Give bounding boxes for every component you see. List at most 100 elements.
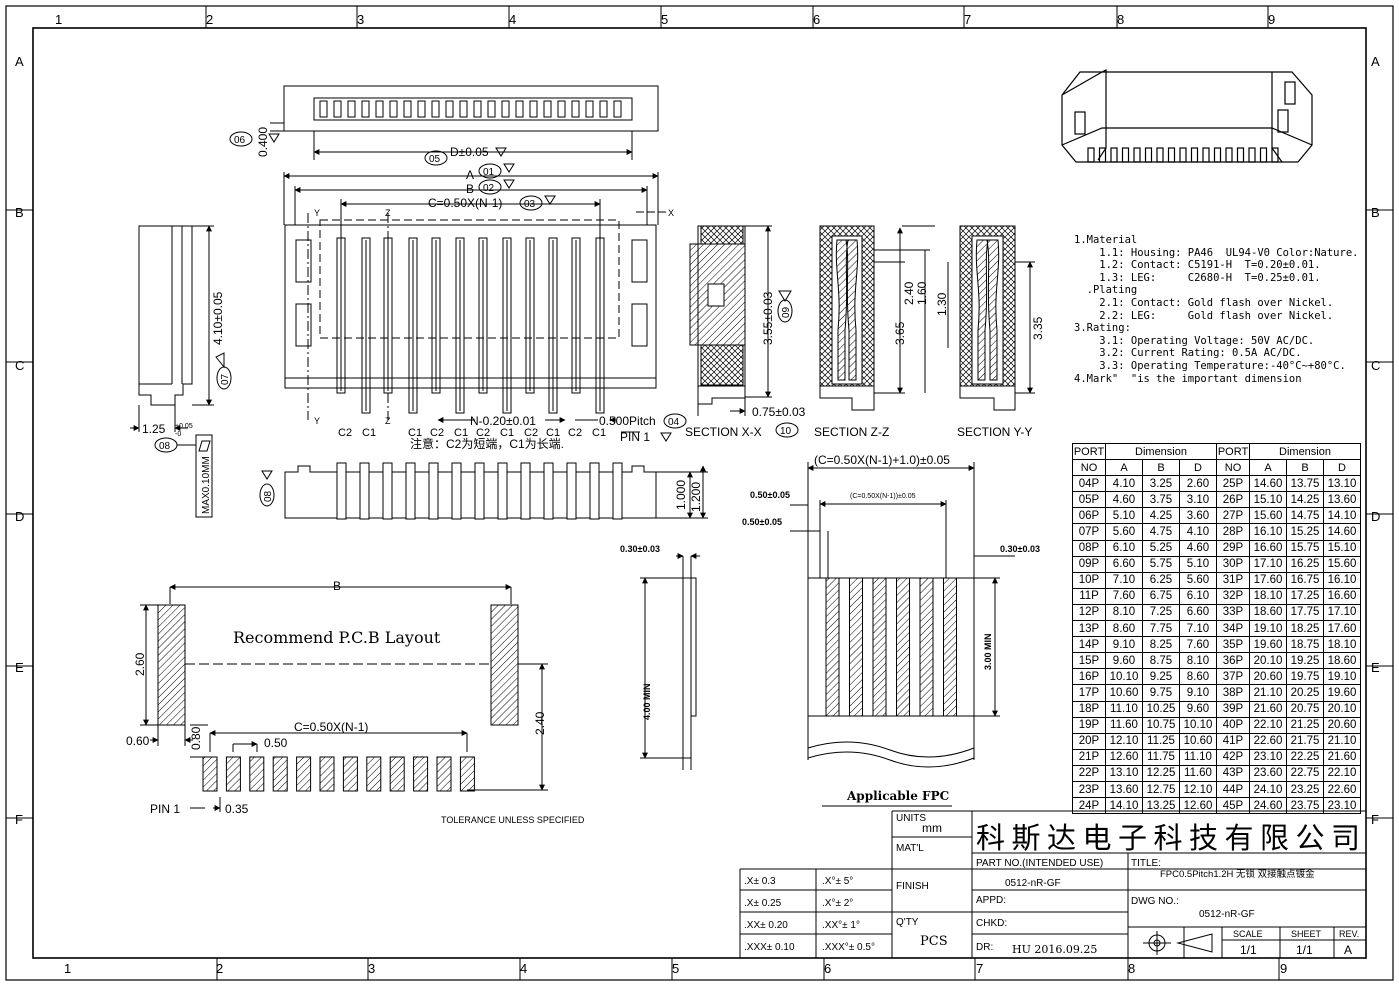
table-cell: 22.75 [1286,764,1324,782]
tol-1b: .X°± 5° [822,876,853,887]
table-cell: 9.10 [1179,684,1217,702]
dim-160: 1.60 [915,281,929,305]
table-cell: 21.10 [1249,684,1287,702]
callout-07: 07 [220,373,231,385]
note-line: .Plating [1074,284,1138,297]
table-cell: 17.10 [1323,603,1361,622]
top-slot [571,100,580,118]
table-cell: 3.75 [1142,491,1180,509]
fpc-400: 4.00 MIN [642,683,652,720]
row-label: F [15,812,23,827]
label-section-yy: SECTION Y-Y [957,425,1032,439]
col-label: 9 [1280,961,1287,976]
table-cell: 12.10 [1105,732,1143,750]
callout-03: 03 [524,199,536,210]
th-d: D [1323,459,1361,477]
tb-scale-v: 1/1 [1240,943,1257,957]
table-cell: 04P [1072,475,1106,493]
table-cell: 18.10 [1323,636,1361,654]
col-label: 3 [368,961,375,976]
top-slot [347,100,356,118]
top-slot [319,100,328,118]
callout-06: 06 [234,135,246,146]
top-slot [445,100,454,118]
th-a: A [1105,459,1143,477]
pin-label: C1 [362,427,376,439]
bottom-slot [382,462,393,520]
fpc-side [640,553,700,770]
pcb-pad [296,756,312,792]
dim-1200: 1.200 [689,482,703,512]
table-cell: 10.25 [1142,700,1180,718]
table-cell: 12.75 [1142,780,1180,799]
table-cell: 06P [1072,507,1106,525]
table-cell: 20.25 [1286,684,1324,702]
pcb-pad [342,756,358,792]
fpc-w1: 0.50±0.05 [750,490,790,500]
table-cell: 13.25 [1142,797,1180,815]
frame-ticks [6,6,1393,980]
dim-b: B [466,182,474,196]
tb-partno: 0512-nR-GF [1005,878,1061,889]
table-cell: 10.10 [1105,668,1143,686]
table-cell: 22.25 [1286,748,1324,766]
table-cell: 11.60 [1179,764,1217,782]
top-slot [585,100,594,118]
pcb-pad [413,756,429,792]
top-slot [543,100,552,118]
tol-3a: .XX± 0.20 [744,920,788,931]
bottom-slot [566,462,577,520]
table-cell: 05P [1072,491,1106,509]
table-cell: 11.10 [1105,700,1143,718]
section-x: X [668,208,674,218]
bottom-slot [520,462,531,520]
tb-dr-val: HU 2016.09.25 [1012,943,1097,956]
table-cell: 20.10 [1249,652,1287,670]
callout-02: 02 [483,183,495,194]
table-cell: 16.60 [1249,539,1287,557]
table-cell: 5.75 [1142,555,1180,573]
pcb-260: 2.60 [133,652,147,676]
bottom-slot [474,462,485,520]
iso-pin [1156,147,1164,163]
col-label: 5 [672,961,679,976]
row-label: A [1371,54,1380,69]
bottom-slot [359,462,370,520]
table-cell: 17.10 [1249,555,1287,573]
table-cell: 9.60 [1179,700,1217,718]
table-cell: 7.10 [1179,620,1217,638]
section-yy [947,225,1035,411]
top-slot [333,100,342,118]
table-cell: 22P [1072,764,1106,782]
table-cell: 19.10 [1323,668,1361,686]
dimension-table: PORT Dimension PORT Dimension NO A B D N… [1072,442,1361,815]
th-port: PORT [1216,442,1250,461]
table-cell: 15P [1072,652,1106,670]
flatness: MAX0.10MM [201,456,212,514]
row-label: F [1371,812,1379,827]
table-cell: 23.25 [1286,780,1324,799]
table-cell: 14.10 [1105,797,1143,815]
table-cell: 4.10 [1105,475,1143,493]
table-cell: 21.75 [1286,732,1324,750]
contact-pin [571,237,581,394]
table-cell: 24P [1072,797,1106,815]
iso-pin [1121,147,1130,163]
dim-410: 4.10±0.05 [211,291,225,345]
table-cell: 13.60 [1323,491,1361,509]
col-label: 8 [1128,961,1135,976]
iso-pin [1202,147,1210,163]
spec-notes: 1.Material 1.1: Housing: PA46 UL94-V0 Co… [1074,234,1358,385]
iso-pin [1213,147,1222,163]
th-d: D [1179,459,1217,477]
table-cell: 15.75 [1286,539,1324,557]
table-cell: 12.60 [1179,797,1217,815]
tb-sheet-v: 1/1 [1296,943,1313,957]
pcb-pad [249,756,265,792]
